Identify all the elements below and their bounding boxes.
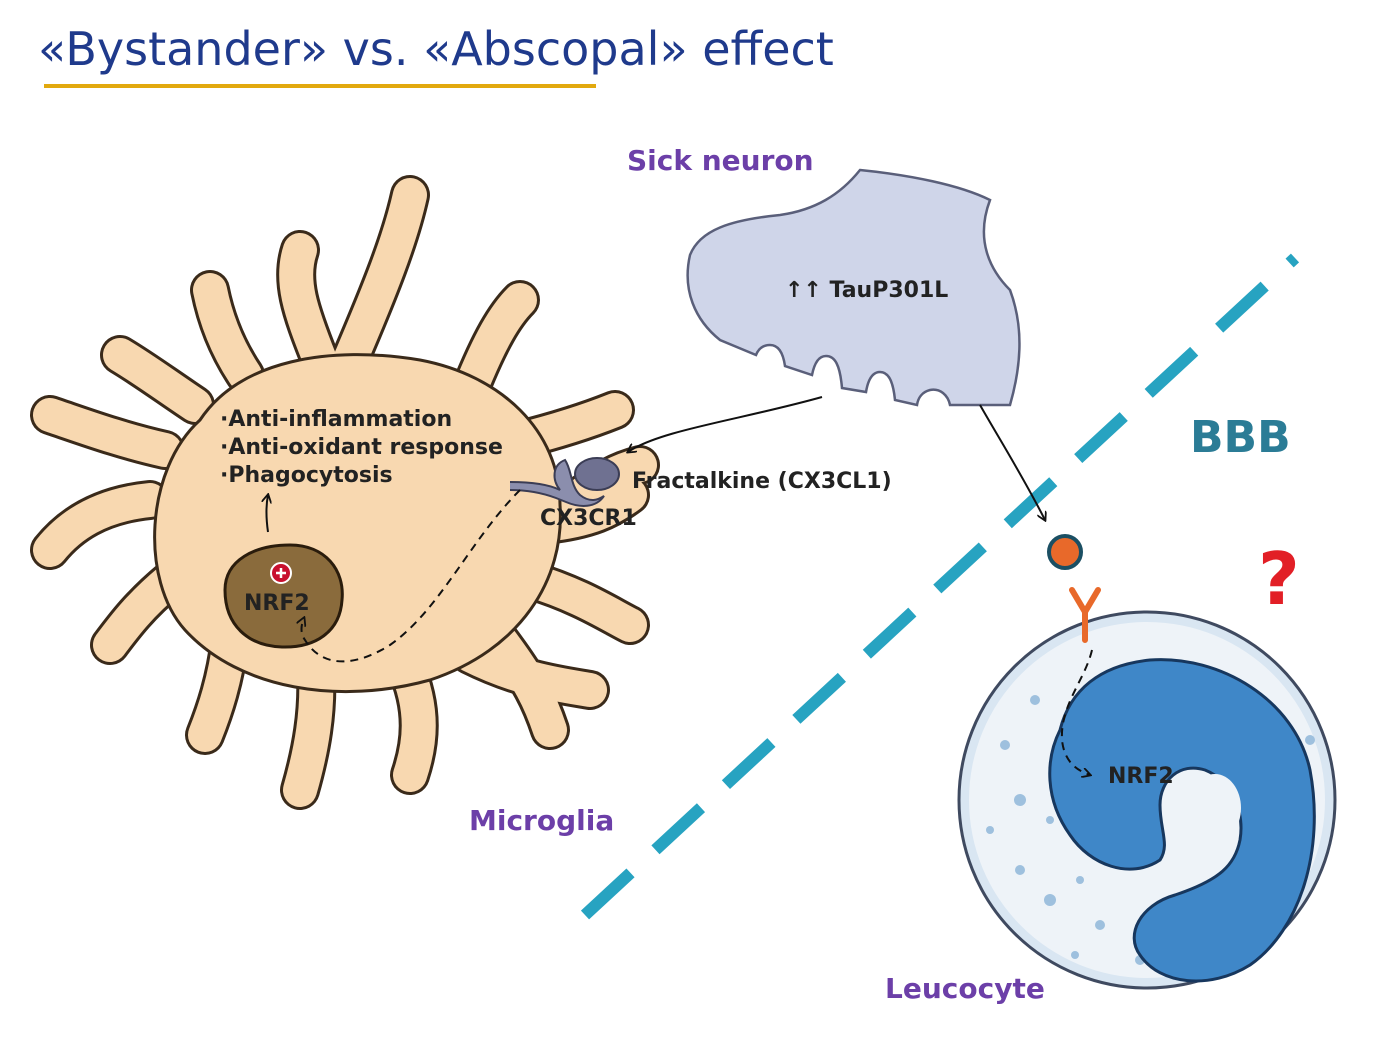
label-sick-neuron: Sick neuron xyxy=(627,144,814,177)
microglia-nucleus xyxy=(223,543,344,649)
sick-neuron xyxy=(686,168,1021,407)
arrow-receptor-to-nucleus xyxy=(302,489,521,663)
effect-item: ·Anti-inflammation xyxy=(220,407,452,432)
label-receptor: CX3CR1 xyxy=(540,506,637,531)
slide-title: «Bystander» vs. «Abscopal» effect xyxy=(38,22,834,76)
effects-list: ·Anti-inflammation ·Anti-oxidant respons… xyxy=(220,407,503,488)
effect-item: ·Anti-oxidant response xyxy=(220,435,503,460)
leucocyte-cell xyxy=(957,610,1337,990)
nrf2-activation-icon xyxy=(270,562,292,584)
leucocyte-receptor xyxy=(1069,587,1101,643)
arrow-neuron-to-microglia xyxy=(628,396,823,452)
label-microglia: Microglia xyxy=(469,804,614,837)
effect-item: ·Phagocytosis xyxy=(220,463,393,488)
arrow-nucleus-to-effects xyxy=(267,495,269,533)
title-underline xyxy=(44,84,596,88)
leucocyte-nucleus xyxy=(1048,658,1316,983)
label-tau: ↑↑ TauP301L xyxy=(785,278,948,303)
label-leucocyte: Leucocyte xyxy=(885,972,1045,1005)
label-nrf2-leucocyte: NRF2 xyxy=(1108,764,1174,789)
microglia-cell xyxy=(30,175,660,810)
label-question: ? xyxy=(1258,537,1300,621)
arrow-receptor-to-leucocyte-nrf2 xyxy=(1060,649,1093,775)
arrow-neuron-to-leucocyte xyxy=(979,404,1045,520)
leucocyte-ligand xyxy=(1047,534,1083,570)
label-bbb: BBB xyxy=(1190,412,1291,463)
bbb-barrier-line xyxy=(580,253,1300,920)
label-fractalkine: Fractalkine (CX3CL1) xyxy=(632,469,892,494)
cx3cr1-receptor xyxy=(509,458,605,507)
fractalkine-ligand xyxy=(574,457,620,491)
label-nrf2-microglia: NRF2 xyxy=(244,591,310,616)
